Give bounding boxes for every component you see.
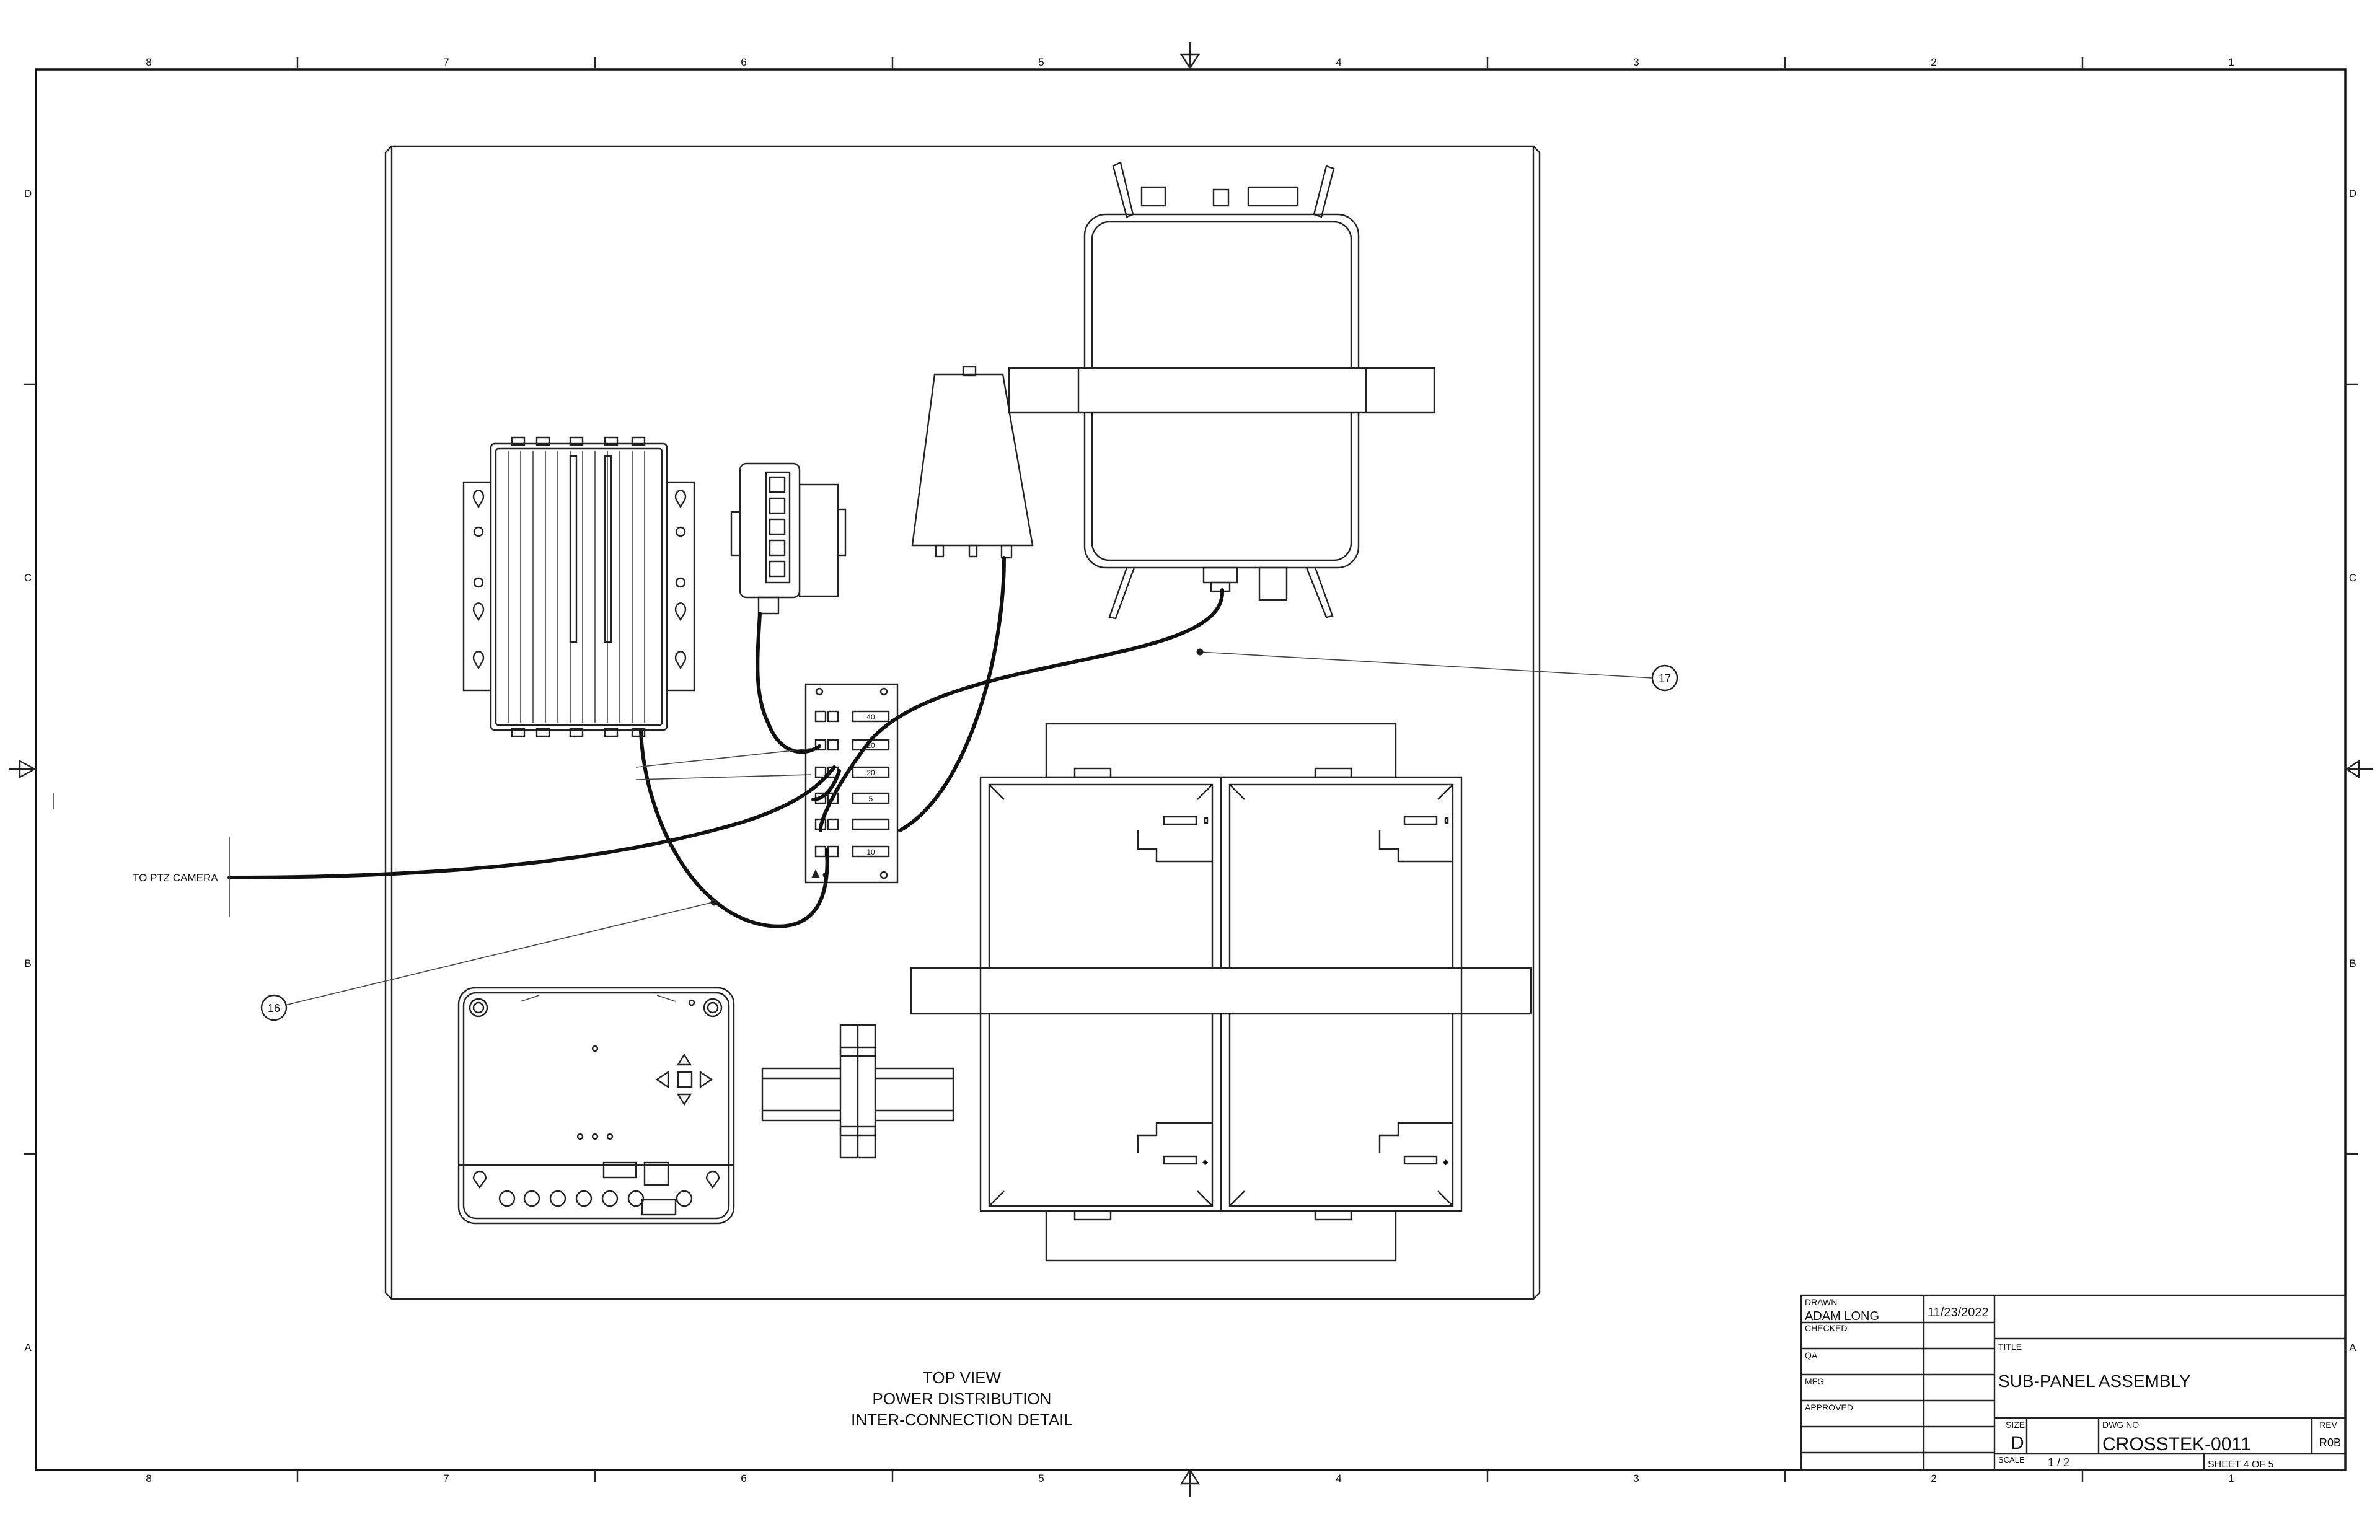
view-caption-line3: INTER-CONNECTION DETAIL — [851, 1410, 1073, 1429]
drawing-title: SUB-PANEL ASSEMBLY — [1998, 1371, 2191, 1391]
scale-value: 1 / 2 — [2048, 1456, 2069, 1469]
callout-16-label: 16 — [268, 1002, 280, 1014]
drawn-date-value: 11/23/2022 — [1928, 1306, 1989, 1319]
power-supply-unit — [1008, 161, 1435, 620]
zone-letter-left: B — [24, 957, 31, 969]
zone-letter-right: B — [2349, 957, 2356, 969]
battery-bank: ◆◆ — [910, 723, 1532, 1262]
dwg-no-label: DWG NO — [2102, 1420, 2139, 1430]
zone-number-top: 4 — [1336, 56, 1341, 68]
breaker-rating-label: 40 — [866, 713, 875, 721]
zone-number-bottom: 2 — [1931, 1472, 1936, 1484]
ethernet-switch — [462, 436, 695, 737]
zone-number-bottom: 3 — [1633, 1472, 1639, 1484]
zone-letter-right: A — [2349, 1342, 2356, 1353]
poe-injector — [730, 462, 847, 615]
zone-number-bottom: 6 — [741, 1472, 746, 1484]
zone-number-top: 1 — [2228, 56, 2234, 68]
ptz-camera-callout: TO PTZ CAMERA — [133, 837, 230, 917]
scale-label: SCALE — [1998, 1455, 2025, 1464]
sub-panel-plate — [384, 145, 1541, 1300]
zone-number-top: 8 — [146, 56, 151, 68]
zone-number-bottom: 7 — [443, 1472, 449, 1484]
mfg-label: MFG — [1805, 1376, 1824, 1386]
approved-label: APPROVED — [1805, 1402, 1853, 1412]
drawn-by-value: ADAM LONG — [1805, 1309, 1879, 1323]
zone-number-top: 5 — [1038, 56, 1044, 68]
sheet-border: 8 7 6 5 4 3 2 1 8 7 6 5 4 3 2 1 D C B A … — [9, 42, 2373, 1497]
title-block: DRAWN ADAM LONG 11/23/2022 CHECKED QA MF… — [1800, 1294, 2347, 1471]
drawn-label: DRAWN — [1805, 1297, 1837, 1307]
zone-number-top: 3 — [1633, 56, 1639, 68]
breaker-label-box — [852, 845, 890, 858]
svg-text:◆: ◆ — [1443, 1158, 1449, 1166]
rev-label: REV — [2319, 1420, 2337, 1430]
breaker-rating-label: 5 — [869, 794, 873, 803]
checked-label: CHECKED — [1805, 1323, 1847, 1333]
zone-number-bottom: 1 — [2228, 1472, 2234, 1484]
zone-number-bottom: 8 — [146, 1472, 151, 1484]
din-rail-terminal — [761, 1024, 954, 1159]
breaker-rating-label: 20 — [866, 768, 875, 777]
zone-number-bottom: 4 — [1336, 1472, 1341, 1484]
breaker-label-box — [852, 792, 890, 804]
antenna-adapter — [911, 366, 1034, 559]
zone-letter-left: C — [24, 572, 32, 584]
dwg-no-value: CROSSTEK-0011 — [2102, 1434, 2251, 1454]
breaker-label-box — [852, 818, 890, 830]
zone-letter-right: D — [2349, 188, 2356, 200]
zone-number-bottom: 5 — [1038, 1472, 1044, 1484]
zone-number-top: 6 — [741, 56, 746, 68]
zone-letter-left: D — [24, 188, 32, 200]
view-caption: TOP VIEW POWER DISTRIBUTION INTER-CONNEC… — [851, 1368, 1073, 1429]
zone-letter-right: C — [2349, 572, 2356, 584]
zone-number-top: 2 — [1931, 56, 1936, 68]
callout-17: 17 — [1196, 648, 1678, 692]
zone-letter-left: A — [24, 1342, 32, 1353]
direction-pad-icon — [655, 1053, 713, 1106]
breaker-label-box — [852, 710, 890, 723]
callout-17-label: 17 — [1659, 672, 1671, 685]
sheet-number: SHEET 4 OF 5 — [2208, 1459, 2274, 1470]
title-label: TITLE — [1998, 1342, 2022, 1352]
breaker-label-box — [852, 766, 890, 778]
zone-number-top: 7 — [443, 56, 449, 68]
centering-marks — [9, 42, 2373, 1497]
size-value: D — [2011, 1433, 2024, 1453]
rev-value: R0B — [2319, 1437, 2341, 1449]
size-label: SIZE — [2006, 1420, 2025, 1430]
qa-label: QA — [1805, 1350, 1818, 1360]
view-caption-line2: POWER DISTRIBUTION — [873, 1389, 1052, 1408]
charge-controller — [457, 987, 735, 1225]
callout-16: 16 — [260, 899, 718, 1021]
cable-harness — [227, 556, 1225, 928]
view-caption-line1: TOP VIEW — [923, 1368, 1002, 1387]
svg-text:◆: ◆ — [1202, 1158, 1209, 1166]
ptz-camera-label: TO PTZ CAMERA — [133, 872, 218, 884]
breaker-rating-label: 10 — [866, 848, 875, 856]
